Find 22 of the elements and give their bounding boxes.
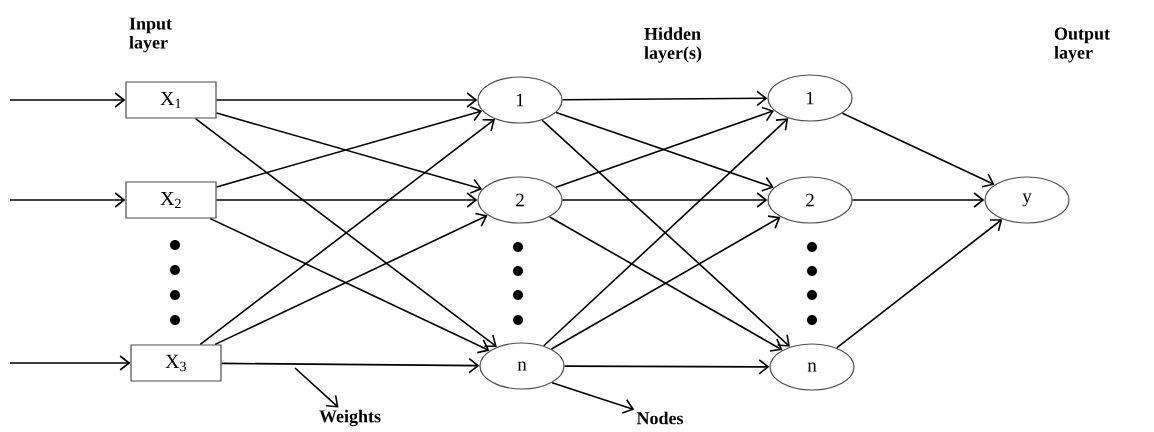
layer-heading: Output layer — [1054, 27, 1110, 63]
leader-arrow — [551, 381, 635, 414]
arrow — [561, 90, 768, 107]
arrow — [9, 92, 126, 108]
arrow — [561, 192, 768, 208]
annotation-text: Weights — [319, 409, 381, 427]
input-box: X$_{2}$ — [125, 181, 217, 219]
arrow — [9, 355, 131, 371]
arrow — [215, 192, 478, 208]
arrow — [220, 357, 480, 374]
arrow — [841, 112, 995, 188]
arrow — [851, 192, 985, 208]
layer-heading: Hidden layer(s) — [644, 27, 702, 63]
arrow — [215, 92, 478, 108]
arrow — [563, 359, 770, 375]
input-box: X$_{1}$ — [125, 81, 217, 119]
layer-heading: Input layer — [129, 17, 172, 53]
leader-arrow — [294, 367, 339, 408]
annotation-text: Nodes — [636, 411, 684, 425]
input-box: X$_{3}$ — [130, 344, 222, 382]
arrow — [9, 192, 126, 208]
arrow — [835, 219, 1003, 349]
